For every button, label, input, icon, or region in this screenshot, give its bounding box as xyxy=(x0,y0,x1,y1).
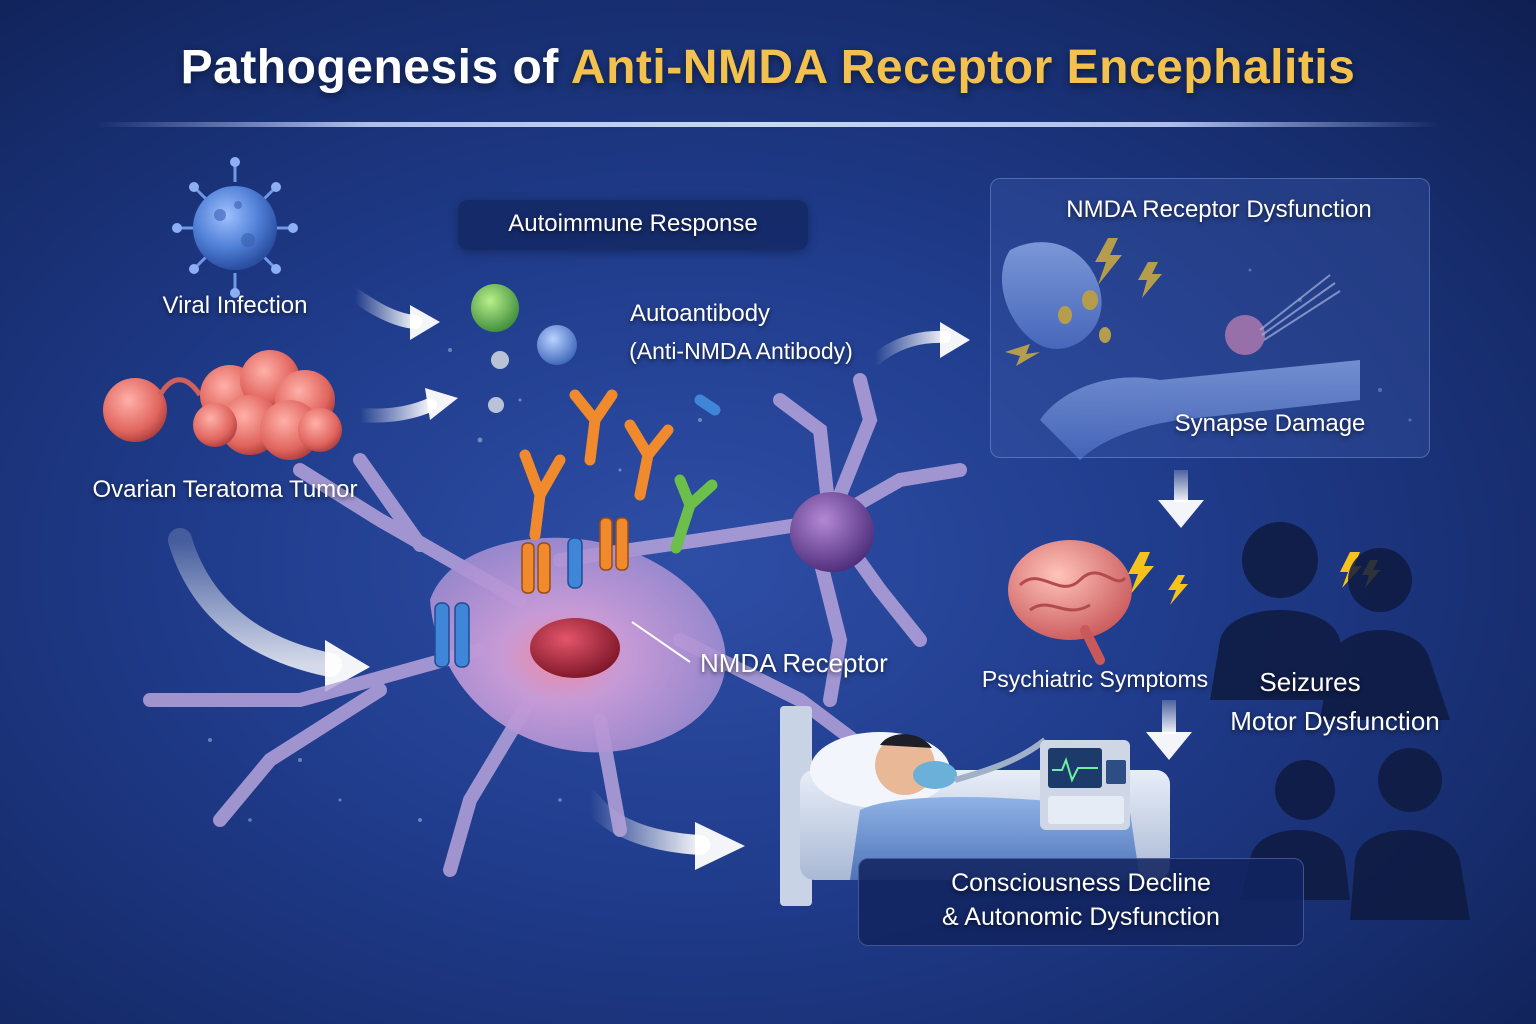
consciousness-line1: Consciousness Decline xyxy=(951,869,1211,897)
hospital-bed xyxy=(780,706,1170,906)
brain-icon xyxy=(1008,540,1132,665)
autoantibody-label: Autoantibody xyxy=(629,300,771,327)
nmda-receptor-label: NMDA Receptor xyxy=(700,648,888,678)
flow-arrow xyxy=(168,528,370,692)
monitor-icon xyxy=(1040,740,1130,830)
ovarian-teratoma-label: Ovarian Teratoma Tumor xyxy=(92,476,358,503)
motor-dysfunction-label: Motor Dysfunction xyxy=(1230,706,1440,736)
immune-cells xyxy=(471,284,577,413)
receptor-icons xyxy=(434,517,629,668)
title-divider xyxy=(96,122,1440,127)
autoimmune-header: Autoimmune Response xyxy=(458,200,808,250)
title-highlight: Anti-NMDA Receptor Encephalitis xyxy=(570,41,1356,94)
patient-silhouette xyxy=(1210,522,1470,920)
page-title: Pathogenesis of Anti-NMDA Receptor Encep… xyxy=(0,40,1536,95)
virus-icon xyxy=(172,157,298,298)
seizures-label: Seizures xyxy=(1259,667,1361,697)
tumor-icon xyxy=(103,350,342,460)
autoimmune-header-label: Autoimmune Response xyxy=(508,210,758,237)
flow-arrow xyxy=(348,288,440,340)
flow-arrow xyxy=(869,322,970,366)
particle-field xyxy=(208,268,1412,822)
dysfunction-title: NMDA Receptor Dysfunction xyxy=(1066,196,1372,223)
synapse-damage-label: Synapse Damage xyxy=(1174,410,1366,437)
antibody-icons xyxy=(519,389,721,554)
autoantibody-detail: (Anti-NMDA Antibody) xyxy=(629,338,853,364)
viral-infection-label: Viral Infection xyxy=(162,292,308,319)
consciousness-panel: Consciousness Decline & Autonomic Dysfun… xyxy=(858,858,1304,946)
flow-arrow xyxy=(580,790,745,870)
flow-arrow xyxy=(1158,470,1204,528)
neuron-cell xyxy=(143,373,967,877)
flow-arrow xyxy=(353,388,458,423)
dysfunction-panel xyxy=(990,178,1430,458)
consciousness-line2: & Autonomic Dysfunction xyxy=(942,903,1220,931)
psychiatric-symptoms-label: Psychiatric Symptoms xyxy=(981,666,1209,692)
title-prefix: Pathogenesis of xyxy=(180,41,559,94)
flow-arrow xyxy=(1146,700,1192,760)
synapse-illustration xyxy=(1001,242,1360,460)
